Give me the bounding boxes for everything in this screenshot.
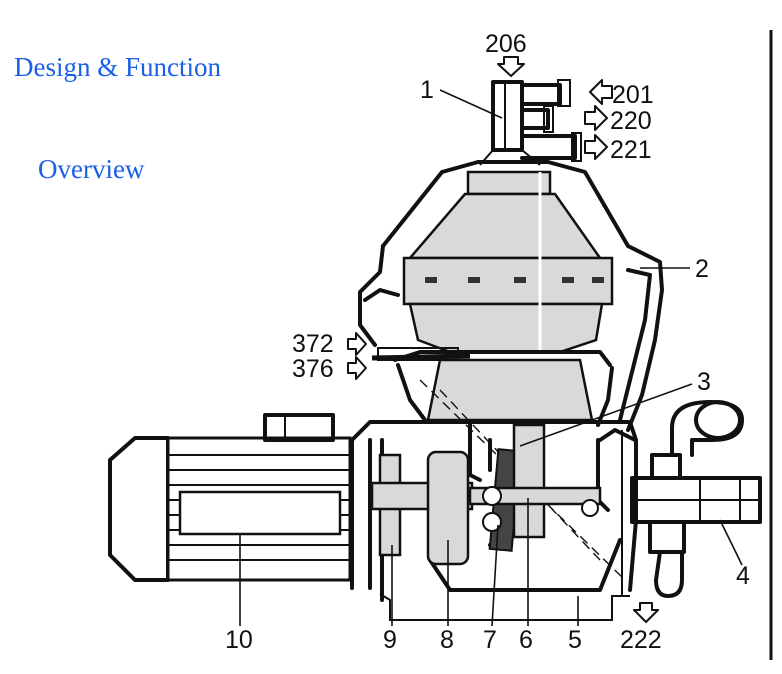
part-label-4: 4	[736, 562, 750, 590]
connection-label-376: 376	[292, 355, 334, 383]
pump	[630, 400, 762, 598]
part-label-9: 9	[383, 626, 397, 654]
part-label-2: 2	[695, 255, 709, 283]
part-label-8: 8	[440, 626, 454, 654]
spindle-housing	[371, 347, 614, 427]
part-label-7: 7	[483, 626, 497, 654]
connection-label-206: 206	[485, 30, 527, 58]
part-label-1: 1	[420, 76, 434, 104]
worm-shaft	[468, 486, 602, 506]
separator-bowl	[402, 170, 614, 360]
connection-label-221: 221	[610, 136, 652, 164]
arrow-222	[633, 602, 659, 623]
page-title: Design & Function	[14, 52, 221, 82]
arrow-206	[497, 56, 525, 77]
arrow-201	[589, 79, 613, 105]
drive-housing	[350, 420, 638, 592]
part-label-6: 6	[519, 626, 533, 654]
part-label-5: 5	[568, 626, 582, 654]
arrow-220	[584, 105, 608, 131]
connection-label-201: 201	[612, 81, 654, 109]
inlet-outlet-device	[479, 79, 582, 166]
part-label-10: 10	[225, 626, 253, 654]
connection-label-372: 372	[292, 330, 334, 358]
vertical-spindle	[512, 423, 546, 539]
section-subtitle: Overview	[38, 154, 145, 184]
arrow-376	[347, 356, 367, 380]
connection-label-222: 222	[620, 626, 662, 654]
arrow-372	[347, 332, 367, 356]
frame-hood	[381, 160, 664, 432]
base-frame	[379, 593, 630, 621]
motor	[108, 413, 352, 582]
part-label-3: 3	[697, 368, 711, 396]
connection-label-220: 220	[610, 107, 652, 135]
arrow-221	[584, 134, 608, 160]
